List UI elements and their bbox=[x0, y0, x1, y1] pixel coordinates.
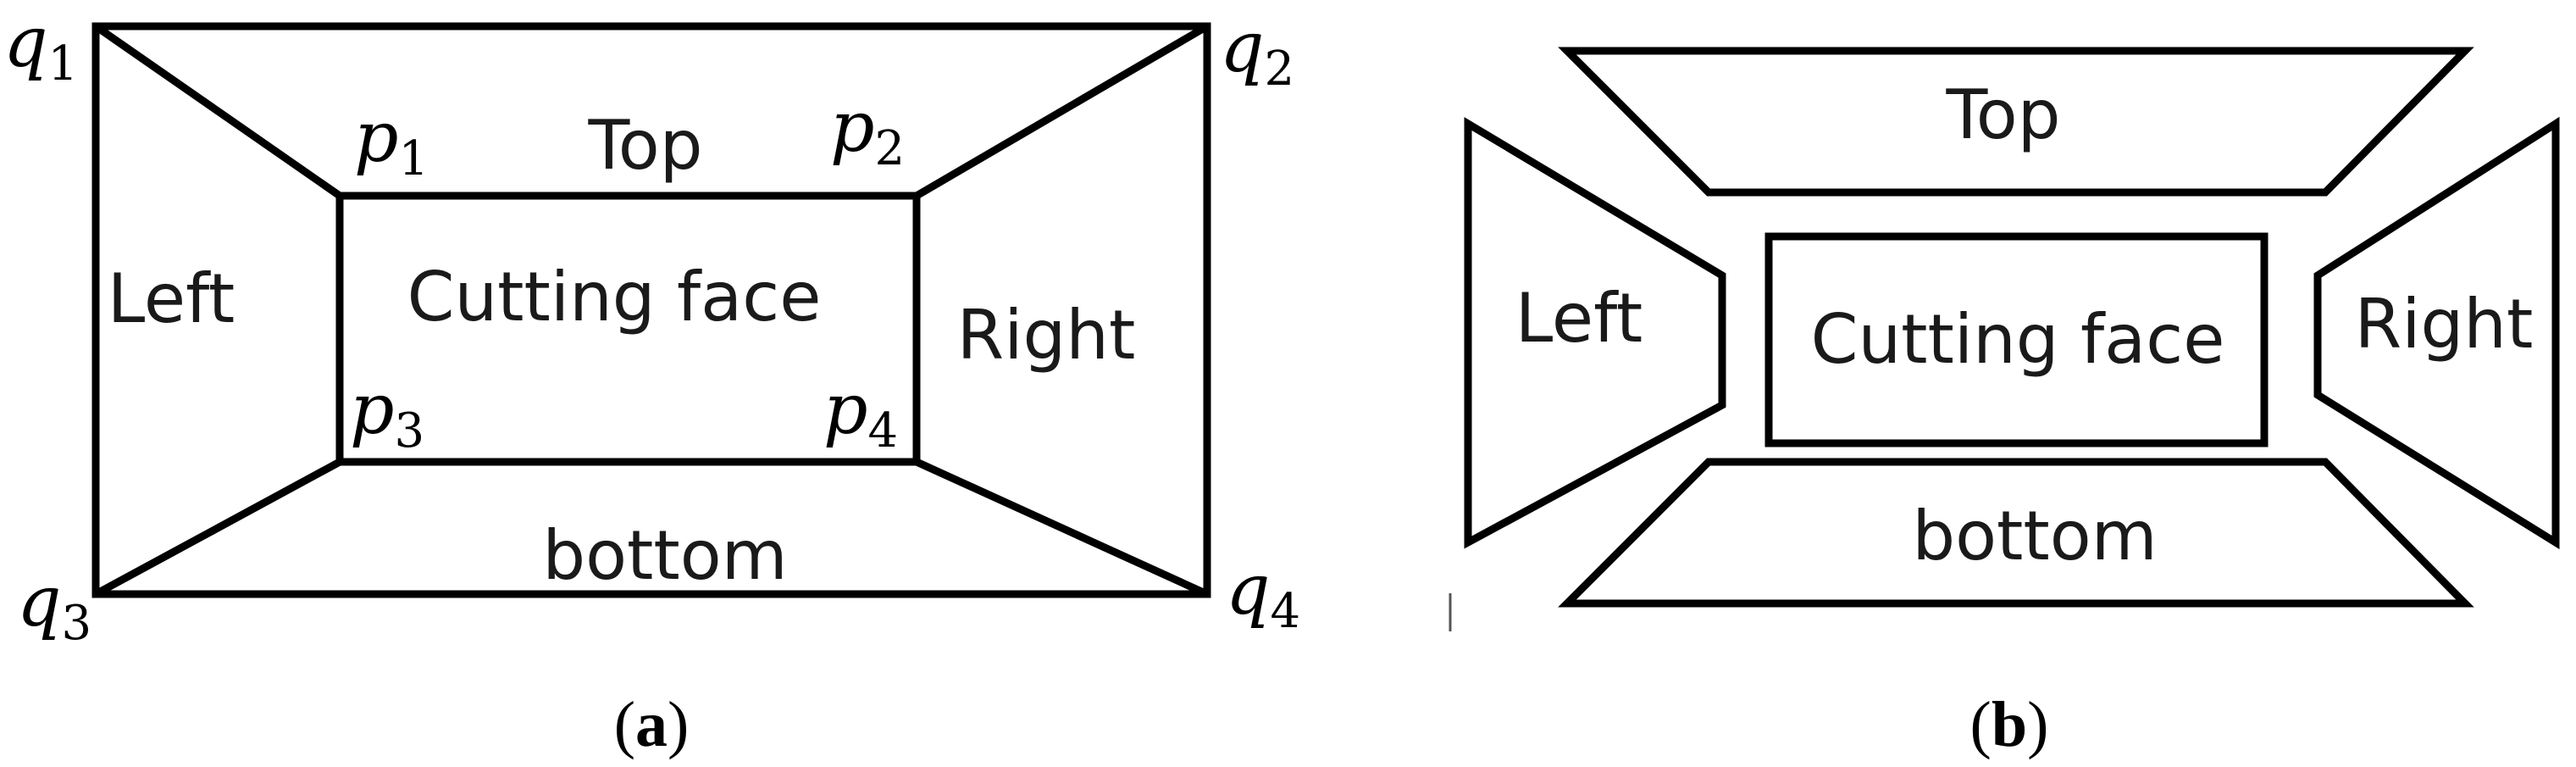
piece-label-bottom: bottom bbox=[1912, 497, 2157, 575]
vertex-label-p1: p1 bbox=[354, 97, 429, 186]
vertex-label-p2: p2 bbox=[830, 87, 905, 176]
caption-a: (a) bbox=[614, 689, 690, 760]
piece-top-trapezoid bbox=[1558, 47, 2474, 197]
region-label-top: Top bbox=[588, 106, 703, 185]
vertex-label-q1: q1 bbox=[3, 3, 78, 92]
caption-b: (b) bbox=[1970, 689, 2049, 760]
piece-label-top: Top bbox=[1946, 75, 2061, 154]
outer-rectangle bbox=[91, 22, 1211, 598]
region-label-right: Right bbox=[957, 296, 1136, 375]
diagonal-q3-p3 bbox=[93, 459, 342, 597]
region-label-bottom: bottom bbox=[542, 516, 787, 595]
piece-left-trapezoid bbox=[1464, 117, 1726, 549]
vertex-label-p4: p4 bbox=[823, 370, 898, 459]
piece-bottom-trapezoid bbox=[1558, 458, 2474, 608]
region-label-left: Left bbox=[108, 259, 235, 338]
diagonal-q1-p1 bbox=[93, 23, 342, 199]
vertex-label-q3: q3 bbox=[17, 562, 91, 651]
vertex-label-q4: q4 bbox=[1226, 550, 1300, 639]
piece-label-left: Left bbox=[1515, 279, 1643, 358]
vertex-label-p3: p3 bbox=[350, 370, 424, 459]
piece-right-trapezoid bbox=[2313, 116, 2560, 550]
panel-a: Top Left Cutting face Right bottom q1 q2… bbox=[3, 3, 1300, 760]
vertex-label-q2: q2 bbox=[1220, 8, 1294, 97]
inner-cutting-face-rectangle bbox=[335, 192, 921, 466]
piece-cutting-face-rectangle bbox=[1764, 232, 2269, 447]
panel-b: Top Left Cutting face Right bottom (b) bbox=[1449, 47, 2560, 760]
diagonal-q2-p2 bbox=[914, 23, 1210, 199]
piece-label-cutting-face: Cutting face bbox=[1811, 300, 2225, 379]
diagonal-q4-p4 bbox=[915, 458, 1209, 598]
region-label-cutting-face: Cutting face bbox=[407, 258, 822, 336]
piece-label-right: Right bbox=[2355, 285, 2534, 364]
